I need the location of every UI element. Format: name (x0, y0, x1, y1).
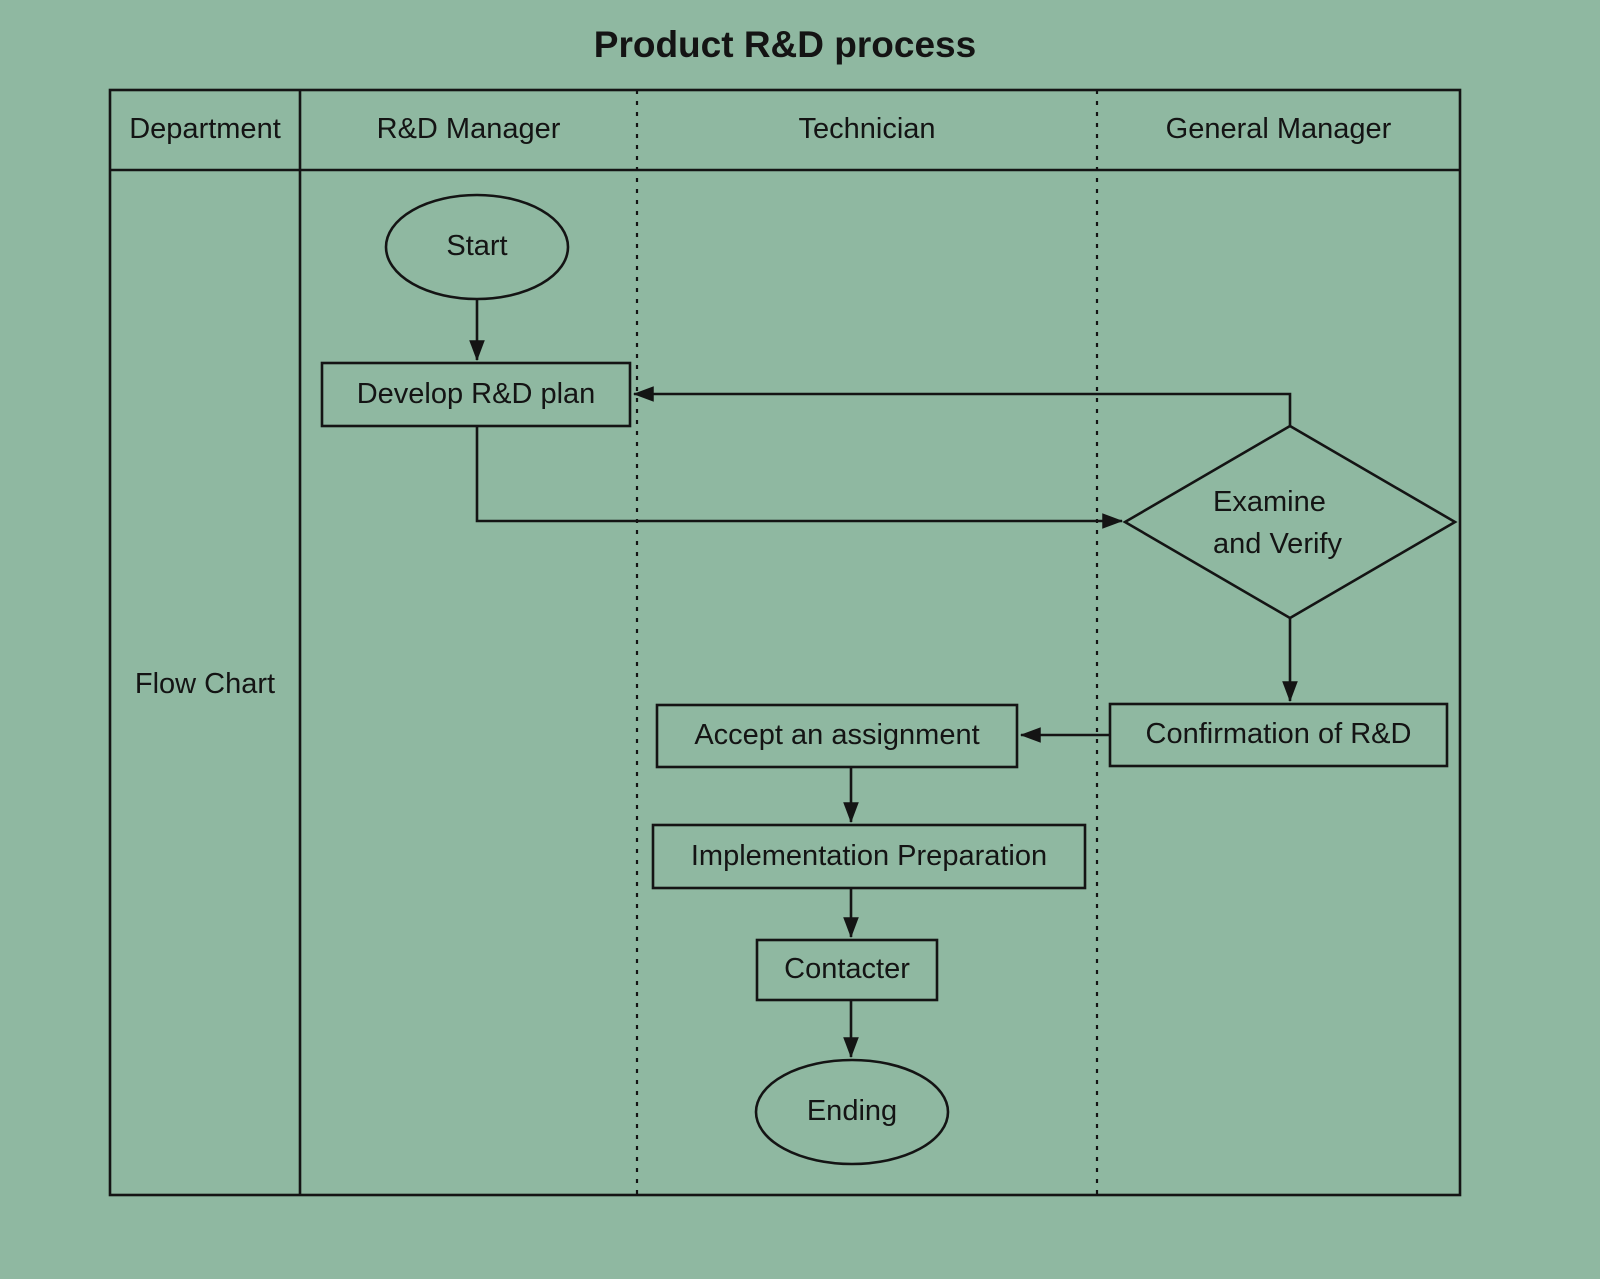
node-start-label: Start (446, 230, 508, 263)
row-label-flow-chart: Flow Chart (134, 668, 276, 701)
node-contacter-label: Contacter (784, 953, 910, 986)
node-ending-shape (754, 1058, 950, 1166)
outer-border (108, 88, 1462, 1197)
node-develop-plan-label: Develop R&D plan (356, 377, 596, 410)
node-examine-verify-shape (1122, 424, 1458, 620)
lane-header-technician: Technician (798, 113, 936, 146)
node-contacter-shape (755, 938, 939, 1002)
lane-header-rd-manager: R&D Manager (376, 113, 561, 146)
node-ending-label: Ending (806, 1095, 898, 1128)
lane-header-department: Department (129, 113, 281, 146)
examine-verify-line2: and Verify (1213, 528, 1342, 560)
diagram-title: Product R&D process (593, 24, 977, 65)
lane-header-general-manager: General Manager (1165, 113, 1392, 146)
arrow-develop-to-examine (475, 426, 1124, 529)
examine-verify-line1: Examine (1213, 486, 1326, 518)
arrow-examine-back-to-develop (632, 386, 1292, 426)
node-implementation-label: Implementation Preparation (690, 839, 1048, 872)
node-examine-verify-label: Examine and Verify (1213, 481, 1403, 565)
node-implementation-shape (651, 823, 1087, 890)
node-accept-shape (655, 703, 1019, 769)
node-accept-label: Accept an assignment (694, 719, 980, 752)
node-confirmation-label: Confirmation of R&D (1145, 718, 1412, 751)
